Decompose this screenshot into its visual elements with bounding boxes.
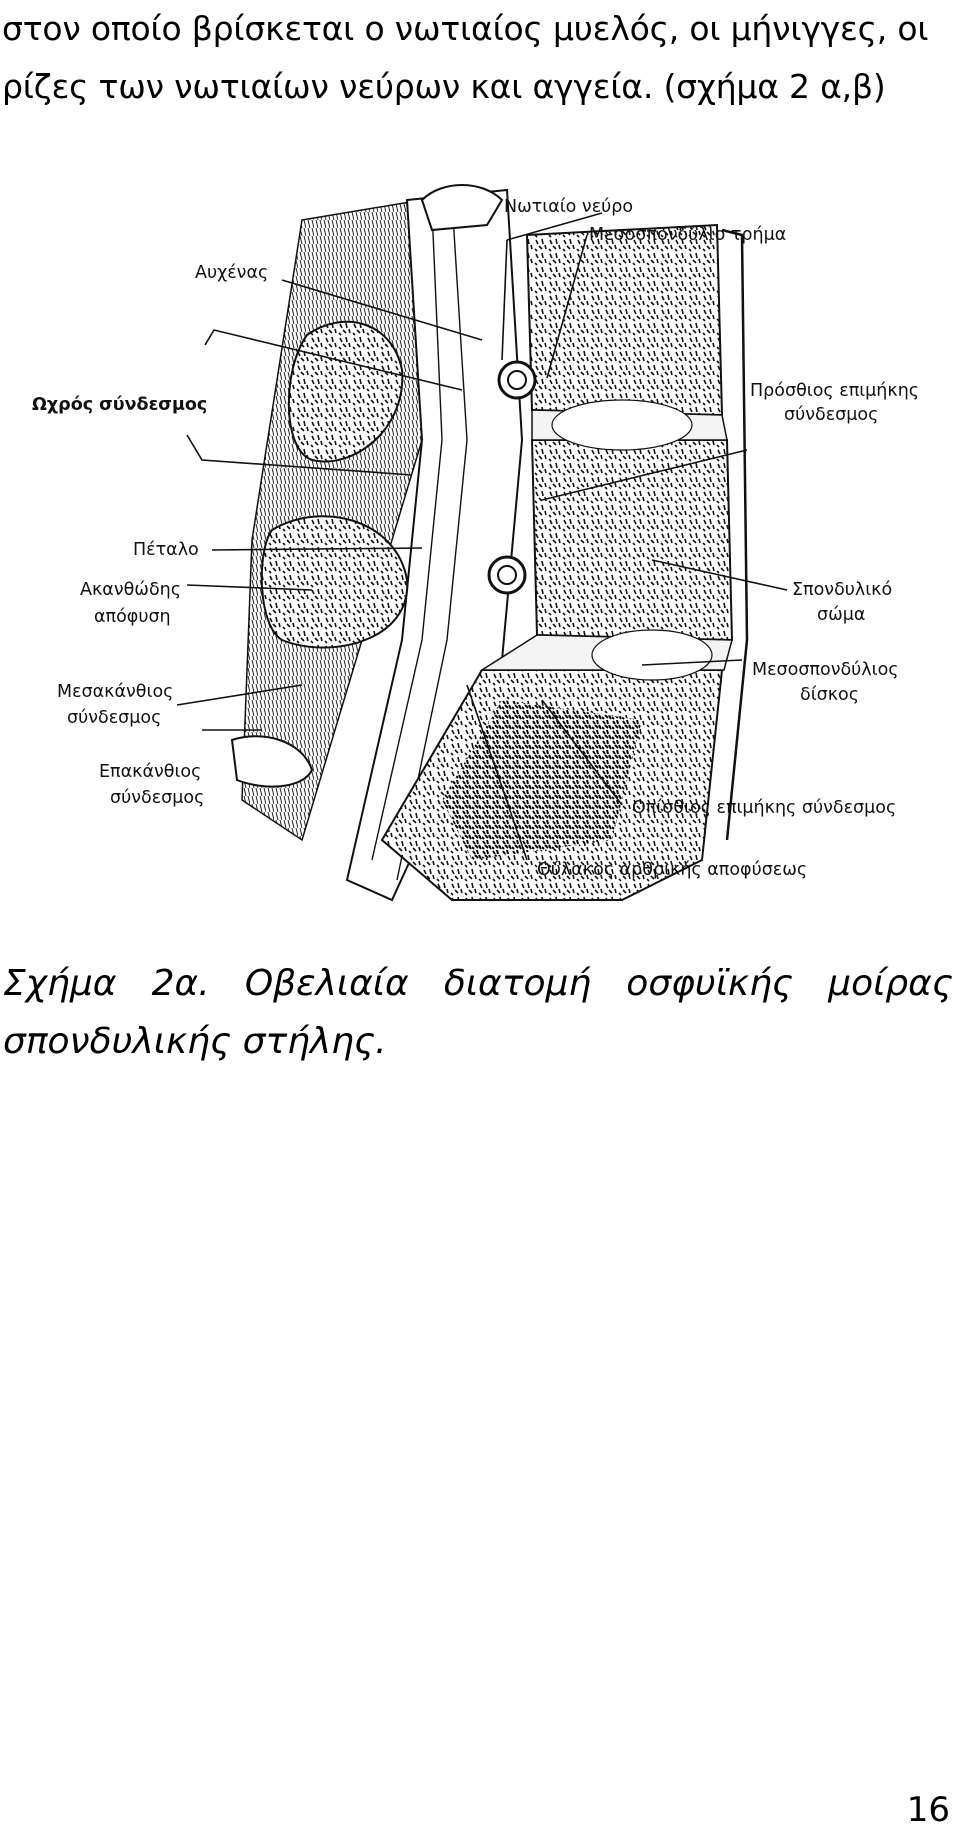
label-posterior-longitudinal: Οπίσθιος επιμήκης σύνδεσμος xyxy=(632,798,896,818)
spine-sagittal-illustration: Νωτιαίο νεύρο Μεσοσπονδύλιο τρήμα Αυχένα… xyxy=(32,184,919,902)
label-anterior-longitudinal-1: Πρόσθιος επιμήκης xyxy=(750,381,919,401)
label-ligamentum-flavum: Ωχρός σύνδεσμος xyxy=(32,395,207,415)
leader-lines xyxy=(176,212,788,861)
anatomy-figure: Νωτιαίο νεύρο Μεσοσπονδύλιο τρήμα Αυχένα… xyxy=(2,140,949,932)
label-interspinous-1: Μεσακάνθιος xyxy=(57,682,173,702)
label-spinal-nerve: Νωτιαίο νεύρο xyxy=(504,197,633,217)
label-interspinous-2: σύνδεσμος xyxy=(67,708,161,728)
label-vertebral-body-2: σώμα xyxy=(817,605,865,625)
nerve-roots xyxy=(487,360,537,595)
caption-word-3: Οβελιαία xyxy=(244,963,409,1004)
label-supraspinous-2: σύνδεσμος xyxy=(110,788,204,808)
intro-line-1: στον οποίο βρίσκεται ο νωτιαίος μυελός, … xyxy=(2,9,929,48)
label-intervertebral-foramen: Μεσοσπονδύλιο τρήμα xyxy=(589,225,786,245)
label-vertebral-body-1: Σπονδυλικό xyxy=(792,580,892,600)
label-spinous-process-1: Ακανθώδης xyxy=(80,580,181,600)
vertebral-bodies xyxy=(380,223,749,901)
caption-word-5: οσφυϊκής xyxy=(626,963,794,1004)
label-spinous-process-2: απόφυση xyxy=(94,607,171,627)
label-anterior-longitudinal-2: σύνδεσμος xyxy=(784,405,878,425)
caption-word-2: 2α. xyxy=(151,963,210,1004)
label-supraspinous-1: Επακάνθιος xyxy=(99,762,201,782)
caption-word-4: διατομή xyxy=(443,963,592,1004)
label-lamina: Πέταλο xyxy=(133,540,199,560)
caption-line-2: σπονδυλικής στήλης. xyxy=(3,1021,387,1062)
intro-line-2: ρίζες των νωτιαίων νεύρων και αγγεία. (σ… xyxy=(2,67,886,106)
label-facet-capsule: Θύλακος αρθρικής αποφύσεως xyxy=(537,860,807,880)
spinal-canal xyxy=(345,188,524,902)
caption-word-6: μοίρας xyxy=(828,963,953,1004)
figure-caption: Σχήμα 2α. Οβελιαία διατομή οσφυϊκής μοίρ… xyxy=(3,955,953,1071)
intro-paragraph: στον οποίο βρίσκεται ο νωτιαίος μυελός, … xyxy=(2,0,952,116)
page-number: 16 xyxy=(906,1790,950,1830)
label-disc-2: δίσκος xyxy=(800,685,859,705)
label-pedicle: Αυχένας xyxy=(195,263,268,283)
caption-word-1: Σχήμα xyxy=(3,963,117,1004)
label-disc-1: Μεσοσπονδύλιος xyxy=(752,660,899,680)
